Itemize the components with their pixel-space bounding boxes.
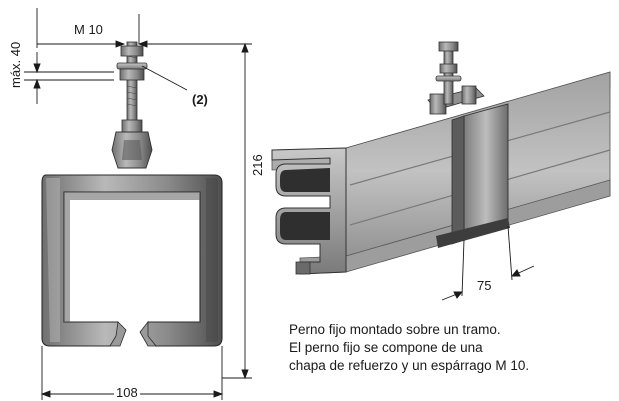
caption-line-2: El perno fijo se compone de una — [289, 340, 483, 355]
callout-2-label: (2) — [192, 92, 208, 107]
caption-line-3: chapa de refuerzo y un espárrago M 10. — [289, 358, 530, 373]
rail-illustration — [271, 41, 611, 275]
dimension-75-label: 75 — [477, 278, 492, 293]
dimension-max40-label: máx. 40 — [8, 41, 23, 88]
dimension-75-lines — [441, 225, 535, 301]
dimension-108-label: 108 — [114, 385, 140, 400]
caption-line-1: Perno fijo montado sobre un tramo. — [289, 322, 501, 337]
dimension-m10-label: M 10 — [74, 22, 103, 37]
caption: Perno fijo montado sobre un tramo. El pe… — [289, 321, 609, 375]
bracket-illustration — [41, 41, 223, 347]
dimension-216-label: 216 — [250, 154, 265, 176]
